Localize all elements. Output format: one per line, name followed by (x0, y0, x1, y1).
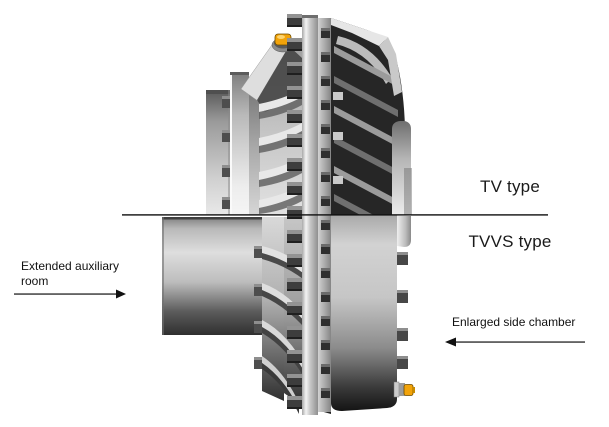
extended-auxiliary-room-note: Extended auxiliary room (21, 259, 120, 288)
upper-flange-ring-2 (249, 78, 260, 215)
tv-type-label: TV type (480, 177, 540, 196)
enlarged-side-chamber-note: Enlarged side chamber (452, 315, 576, 329)
input-hub-cylinder (206, 90, 231, 215)
tvvs-type-label: TVVS type (468, 232, 552, 251)
extended-auxiliary-cylinder (162, 217, 263, 335)
arrow-left-head (445, 337, 456, 347)
oil-plug-bottom-icon (393, 381, 415, 398)
lower-output-rim (397, 216, 411, 247)
tv-output-rim (392, 121, 411, 215)
upper-flange-ring (230, 72, 249, 215)
split-divider-line (122, 214, 548, 216)
right-annotation-arrow (445, 337, 585, 347)
lower-ribs (262, 246, 316, 414)
enlarged-side-chamber-shell (331, 215, 397, 411)
arrow-right-head (116, 289, 126, 299)
left-annotation-arrow (14, 289, 126, 299)
